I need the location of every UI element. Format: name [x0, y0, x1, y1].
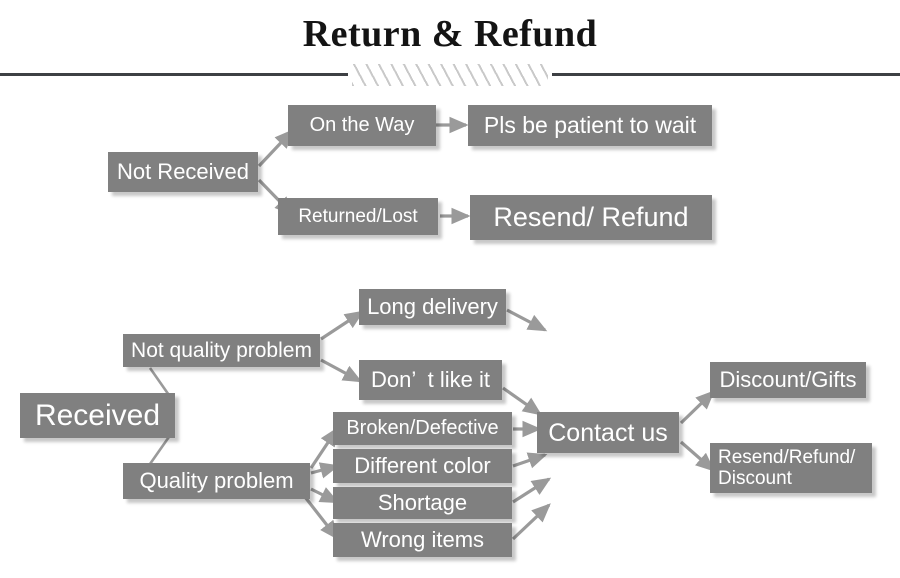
node-contact-us[interactable]: Contact us: [537, 412, 679, 453]
node-on-the-way[interactable]: On the Way: [288, 105, 436, 146]
node-broken-defective[interactable]: Broken/Defective: [333, 412, 512, 445]
diagonal-hatch-icon: [352, 64, 548, 86]
node-not-quality-problem[interactable]: Not quality problem: [123, 334, 320, 367]
connector-received-to-quality-problem: [148, 433, 173, 465]
node-not-received[interactable]: Not Received: [108, 152, 258, 192]
arrow-not-quality-to-long-delivery: [320, 310, 365, 341]
arrow-long-delivery-to-contact-us: [506, 308, 548, 332]
node-wrong-items[interactable]: Wrong items: [333, 523, 512, 557]
node-returned-lost[interactable]: Returned/Lost: [278, 198, 438, 235]
node-different-color[interactable]: Different color: [333, 449, 512, 483]
divider-rule-left: [0, 73, 348, 76]
node-long-delivery[interactable]: Long delivery: [359, 289, 506, 325]
arrow-different-color-to-contact-us: [512, 452, 548, 469]
node-pls-be-patient-to-wait[interactable]: Pls be patient to wait: [468, 105, 712, 146]
arrow-dont-like-it-to-contact-us: [502, 386, 543, 416]
page-title: Return & Refund: [302, 13, 598, 55]
divider-rule-right: [552, 73, 900, 76]
arrow-contact-us-to-resend-refund-discount: [679, 440, 715, 472]
arrow-shortage-to-contact-us: [512, 477, 552, 504]
node-resend-refund[interactable]: Resend/ Refund: [470, 195, 712, 240]
node-received[interactable]: Received: [20, 393, 175, 438]
arrow-wrong-items-to-contact-us: [511, 503, 551, 541]
arrow-contact-us-to-discount-gifts: [679, 390, 715, 425]
arrow-not-quality-to-dont-like-it: [320, 358, 363, 383]
node-dont-like-it[interactable]: Don’ t like it: [359, 360, 502, 400]
node-quality-problem[interactable]: Quality problem: [123, 463, 310, 499]
node-shortage[interactable]: Shortage: [333, 487, 512, 519]
node-resend-refund-discount[interactable]: Resend/Refund/ Discount: [710, 443, 872, 493]
node-discount-gifts[interactable]: Discount/Gifts: [710, 362, 866, 398]
decorative-divider: [0, 64, 900, 86]
